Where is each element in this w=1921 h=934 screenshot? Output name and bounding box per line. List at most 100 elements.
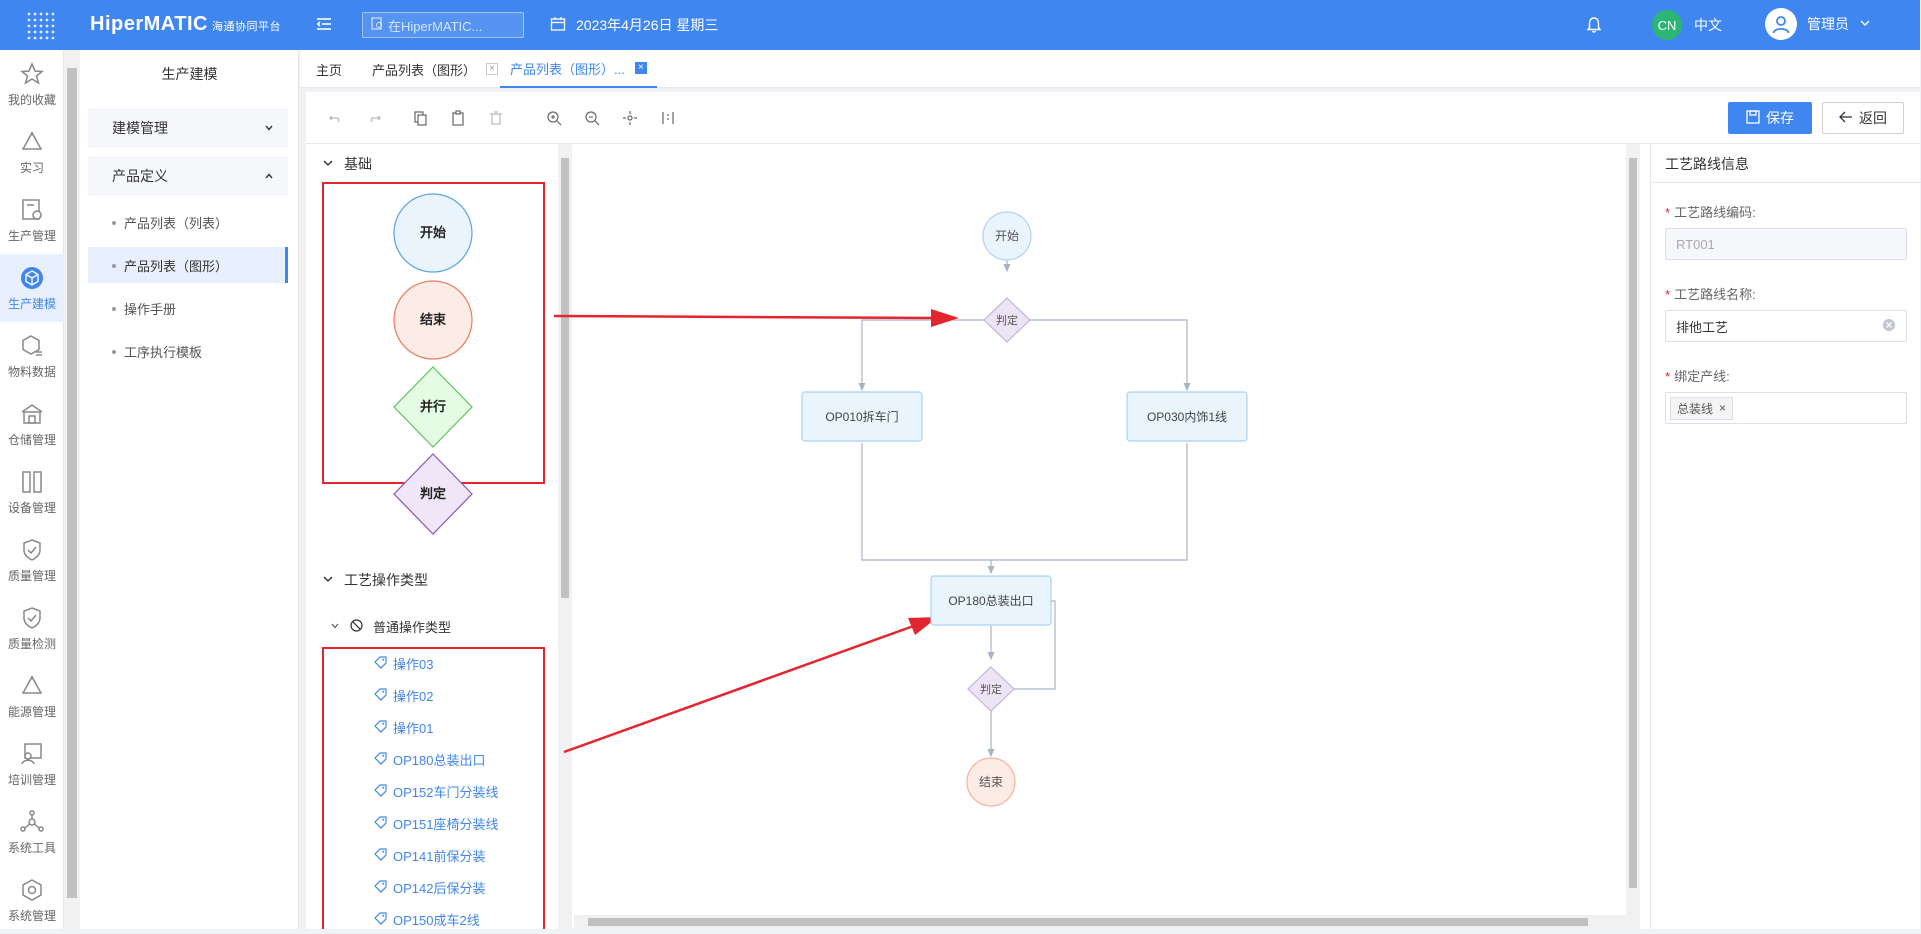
node-op-left[interactable]: OP010拆车门 [801, 391, 923, 442]
align-icon[interactable] [658, 108, 678, 128]
fit-view-icon[interactable] [620, 108, 640, 128]
close-icon[interactable]: × [634, 62, 647, 74]
global-search-input[interactable]: 在HiperMATIC... [362, 12, 524, 38]
save-button[interactable]: 保存 [1728, 102, 1812, 134]
redo-icon[interactable] [364, 108, 384, 128]
user-menu[interactable]: 管理员 [1765, 8, 1871, 40]
shape-start[interactable]: 开始 [393, 193, 473, 273]
nav-scrollbar-thumb[interactable] [67, 68, 77, 898]
ops-group-normal[interactable]: 普通操作类型 [330, 617, 451, 636]
recycle-icon [21, 130, 43, 150]
svg-text:OP180总装出口: OP180总装出口 [948, 594, 1033, 608]
zoom-out-icon[interactable] [582, 108, 602, 128]
palette-section-basic[interactable]: 基础 [322, 154, 372, 174]
ops-item[interactable]: OP152车门分装线 [374, 782, 498, 801]
nav-item-material[interactable]: 物料数据 [0, 322, 64, 390]
ops-item[interactable]: OP141前保分装 [374, 846, 485, 865]
ops-item[interactable]: 操作02 [374, 686, 433, 705]
chevron-down-icon [1859, 16, 1871, 32]
nav-item-practice[interactable]: 实习 [0, 118, 64, 186]
chevron-down-icon [264, 120, 274, 136]
chevron-down-icon [330, 619, 340, 634]
ops-item[interactable]: OP142后保分装 [374, 878, 485, 897]
app-grid-icon[interactable] [0, 0, 80, 50]
node-op-right[interactable]: OP030内饰1线 [1126, 391, 1248, 442]
clear-icon[interactable] [1882, 318, 1896, 335]
close-icon[interactable]: × [486, 63, 499, 75]
tag-icon [374, 815, 387, 832]
nav-item-favorites[interactable]: 我的收藏 [0, 50, 64, 118]
field-label-text: 工艺路线编码: [1674, 205, 1756, 220]
node-decision-1[interactable]: 判定 [983, 297, 1031, 343]
language-switch[interactable]: CN 中文 [1652, 10, 1722, 40]
node-decision-2[interactable]: 判定 [967, 666, 1015, 712]
edge-merge [861, 443, 1188, 561]
ops-item[interactable]: 操作03 [374, 654, 433, 673]
shape-decision[interactable]: 判定 [393, 453, 473, 535]
settings-cube-icon [22, 878, 42, 901]
bound-line-select[interactable]: 总装线× [1665, 392, 1907, 424]
route-code-value: RT001 [1676, 236, 1715, 252]
nav-item-tools[interactable]: 系统工具 [0, 798, 64, 866]
nav-item-production[interactable]: 生产管理 [0, 186, 64, 254]
nav-item-warehouse[interactable]: 仓储管理 [0, 390, 64, 458]
canvas-h-scrollbar[interactable] [574, 915, 1626, 929]
bell-icon[interactable] [1585, 16, 1603, 37]
nav-item-inspection[interactable]: 质量检测 [0, 594, 64, 662]
palette-scrollbar-thumb[interactable] [561, 158, 569, 598]
ops-item[interactable]: OP180总装出口 [374, 750, 485, 769]
device-icon [22, 470, 42, 493]
ops-item[interactable]: OP150成车2线 [374, 910, 480, 929]
nav-item-energy[interactable]: 能源管理 [0, 662, 64, 730]
node-end[interactable]: 结束 [966, 757, 1016, 807]
tag-close-icon[interactable]: × [1719, 401, 1727, 415]
canvas-v-scrollbar[interactable] [1626, 144, 1640, 929]
tab-product-graph-1[interactable]: 产品列表（图形）× [372, 50, 499, 88]
nav-item-quality[interactable]: 质量管理 [0, 526, 64, 594]
menu-item-manual[interactable]: 操作手册 [88, 290, 288, 326]
ops-item[interactable]: OP151座椅分装线 [374, 814, 498, 833]
menu-group-modeling[interactable]: 建模管理 [88, 108, 288, 148]
shape-end[interactable]: 结束 [393, 280, 473, 360]
palette-section-ops[interactable]: 工艺操作类型 [322, 570, 428, 590]
network-icon [20, 809, 44, 832]
back-button[interactable]: 返回 [1822, 102, 1904, 134]
nav-item-device[interactable]: 设备管理 [0, 458, 64, 526]
flow-canvas[interactable]: 开始 判定 OP010拆车门 OP030内饰1线 OP180总装出口 判定 [553, 144, 1626, 929]
tag-icon [374, 751, 387, 768]
current-date: 2023年4月26日 星期三 [550, 15, 718, 35]
paste-icon[interactable] [448, 108, 468, 128]
canvas-v-scrollbar-thumb[interactable] [1629, 158, 1637, 888]
palette-scrollbar[interactable] [558, 144, 572, 929]
tag-icon [374, 719, 387, 736]
nav-scrollbar[interactable] [64, 50, 80, 929]
route-name-field[interactable]: 排他工艺 [1665, 310, 1907, 342]
nav-item-system[interactable]: 系统管理 [0, 866, 64, 934]
shape-parallel[interactable]: 并行 [393, 366, 473, 448]
menu-item-label: 产品列表（列表） [124, 215, 229, 231]
node-op-merge[interactable]: OP180总装出口 [930, 575, 1052, 626]
copy-icon[interactable] [410, 108, 430, 128]
menu-item-product-graph[interactable]: 产品列表（图形） [88, 247, 288, 283]
node-start[interactable]: 开始 [982, 211, 1032, 261]
menu-item-product-list[interactable]: 产品列表（列表） [88, 204, 288, 240]
brand-name: HiperMATIC [90, 13, 208, 35]
ops-item-label: OP180总装出口 [393, 753, 486, 768]
ops-item[interactable]: 操作01 [374, 718, 433, 737]
tab-product-graph-2[interactable]: 产品列表（图形）...× [500, 50, 657, 88]
menu-group-product[interactable]: 产品定义 [88, 156, 288, 196]
canvas-h-scrollbar-thumb[interactable] [588, 918, 1588, 926]
shield-icon [23, 538, 41, 561]
undo-icon[interactable] [326, 108, 346, 128]
menu-item-process-template[interactable]: 工序执行模板 [88, 333, 288, 369]
nav-item-training[interactable]: 培训管理 [0, 730, 64, 798]
nav-item-label: 我的收藏 [7, 92, 56, 107]
menu-toggle-icon[interactable] [314, 14, 334, 37]
nav-item-modeling[interactable]: 生产建模 [0, 254, 64, 322]
date-text: 2023年4月26日 星期三 [576, 17, 719, 33]
tab-home[interactable]: 主页 [316, 50, 342, 88]
zoom-in-icon[interactable] [544, 108, 564, 128]
delete-icon[interactable] [486, 108, 506, 128]
ops-item-label: OP141前保分装 [393, 849, 486, 864]
panel-divider [1651, 182, 1921, 183]
